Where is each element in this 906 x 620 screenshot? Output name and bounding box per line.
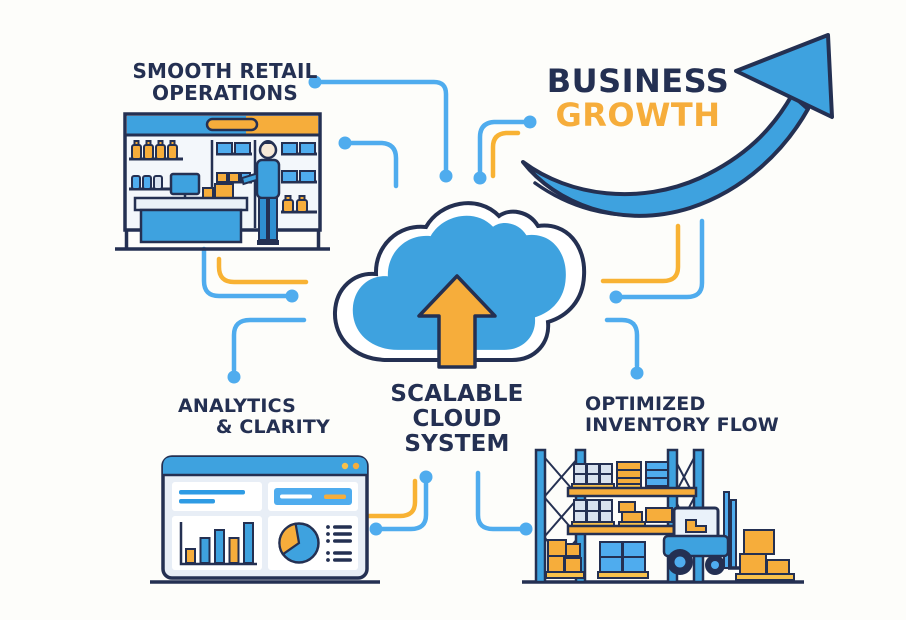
mini-pie-slice bbox=[278, 522, 301, 556]
connector-blue-cloud-inventory-label bbox=[604, 317, 640, 369]
connector-blue-warehouse-cloud bbox=[475, 470, 529, 532]
retail-label-line1: SMOOTH RETAIL bbox=[132, 59, 318, 83]
business-growth-label: BUSINESS GROWTH bbox=[538, 64, 738, 132]
connector-yellow-cloud-right bbox=[600, 223, 681, 284]
connector-blue-cloud-analytics-label bbox=[231, 317, 307, 373]
connector-yellow-growth bbox=[490, 130, 521, 179]
connector-blue-retail-cloudtop bbox=[342, 140, 399, 189]
growth-label-line2: GROWTH bbox=[555, 96, 721, 134]
growth-arrow-icon bbox=[521, 33, 834, 218]
connector-blue-growth-label-cloud bbox=[477, 119, 533, 175]
connector-yellow-retail-cloud bbox=[216, 256, 309, 285]
cloud-label-line2: CLOUD bbox=[412, 406, 502, 432]
stacked-boxes bbox=[735, 529, 795, 581]
inventory-label-line1: OPTIMIZED bbox=[585, 393, 706, 415]
analytics-label-line1: ANALYTICS bbox=[177, 395, 296, 417]
optimized-inventory-label: OPTIMIZED INVENTORY FLOW bbox=[585, 394, 805, 436]
connector-yellow-dashboard-cloud bbox=[356, 478, 418, 519]
store-clerk bbox=[240, 140, 281, 245]
warehouse-forklift-icon bbox=[522, 448, 804, 584]
inventory-label-line2: INVENTORY FLOW bbox=[585, 414, 779, 436]
connector-blue-dashboard-cloud bbox=[373, 480, 429, 532]
analytics-label-line2: & CLARITY bbox=[215, 416, 330, 438]
scalable-cloud-label: SCALABLE CLOUD SYSTEM bbox=[372, 382, 542, 457]
retail-label-line2: OPERATIONS bbox=[152, 81, 298, 105]
mini-list-rows bbox=[326, 525, 352, 562]
retail-store-icon bbox=[115, 112, 330, 251]
mini-bar-chart-bars bbox=[185, 522, 254, 564]
cloud-upload-icon bbox=[332, 201, 587, 369]
analytics-dashboard-icon bbox=[150, 455, 380, 584]
analytics-clarity-label: ANALYTICS & CLARITY bbox=[150, 396, 330, 438]
growth-label-line1: BUSINESS bbox=[546, 62, 730, 100]
cloud-label-line1: SCALABLE bbox=[390, 381, 524, 407]
connector-blue-cloud-right-up bbox=[613, 218, 705, 300]
connector-blue-retail-label-cloud bbox=[312, 79, 449, 173]
retail-operations-label: SMOOTH RETAIL OPERATIONS bbox=[110, 60, 340, 104]
connector-blue-retail-cloudleft bbox=[201, 246, 293, 299]
upload-arrow-icon bbox=[417, 274, 497, 369]
cloud-label-line3: SYSTEM bbox=[404, 431, 510, 457]
connector-node-dots bbox=[227, 75, 644, 536]
